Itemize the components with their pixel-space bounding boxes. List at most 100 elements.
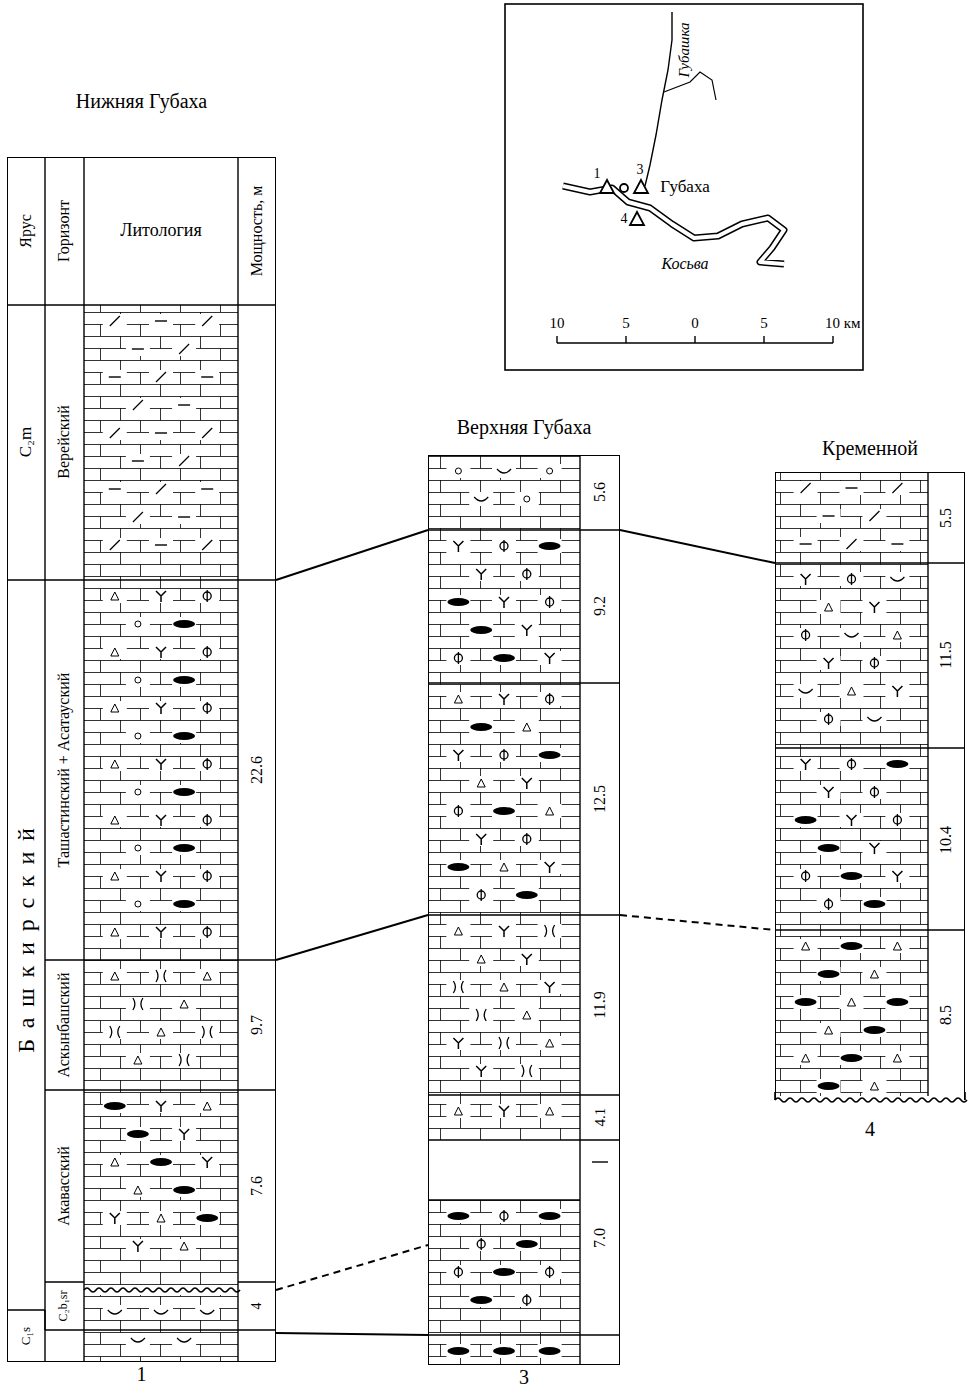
- clast-symbol: [180, 1000, 188, 1008]
- symbol-ground: [862, 841, 886, 855]
- chert-nodule: [818, 844, 840, 852]
- boundary-line: [44, 1310, 45, 1330]
- symbol-ground: [172, 1239, 196, 1253]
- thickness-value: 5.6: [591, 482, 609, 502]
- chert-nodule: [470, 1296, 492, 1304]
- symbol-ground: [126, 342, 150, 356]
- limestone-fill: [428, 1200, 580, 1365]
- foram-symbol: [526, 568, 527, 580]
- symbol-ground: [515, 1064, 539, 1078]
- chert-nodule: [818, 1082, 840, 1090]
- oolite-symbol: [135, 789, 141, 795]
- symbol-ground: [538, 1344, 562, 1358]
- crinoid-symbol: [522, 778, 532, 789]
- boundary-line: [45, 1281, 84, 1282]
- symbol-ground: [515, 1293, 539, 1307]
- scale-tick: [625, 336, 626, 343]
- symbol-ground: [794, 481, 818, 495]
- foram-symbol: [805, 629, 806, 641]
- clay-symbol: [155, 432, 167, 433]
- boundary-line: [927, 472, 928, 1100]
- section-marker: [600, 180, 614, 193]
- symbol-ground: [794, 995, 818, 1009]
- symbol-ground: [103, 1211, 127, 1225]
- section-title: Нижняя Губаха: [76, 90, 207, 112]
- foram-symbol: [526, 833, 527, 845]
- clast-symbol: [180, 1242, 188, 1250]
- symbol-ground: [515, 832, 539, 846]
- oolite-symbol: [135, 845, 141, 851]
- symbol-ground: [149, 314, 173, 328]
- clast-symbol: [500, 983, 508, 991]
- symbol-ground: [446, 651, 470, 665]
- dolomite-symbol: [892, 483, 902, 493]
- chert-nodule: [795, 816, 817, 824]
- stratigraphic-unit: Акавасский: [55, 1146, 73, 1226]
- symbol-ground: [195, 1305, 219, 1319]
- symbol-ground: [469, 720, 493, 734]
- foram-symbol: [503, 1210, 504, 1222]
- symbol-ground: [492, 692, 516, 706]
- chert-nodule: [493, 1268, 515, 1276]
- symbol-ground: [195, 969, 219, 983]
- symbol-ground: [103, 482, 127, 496]
- foram-symbol: [458, 805, 459, 817]
- symbol-ground: [538, 1104, 562, 1118]
- boundary-line: [579, 455, 580, 1365]
- symbol-ground: [149, 701, 173, 715]
- symbol-ground: [469, 888, 493, 902]
- crinoid-symbol: [156, 591, 166, 602]
- bryozoan-symbol: [499, 1037, 509, 1049]
- section-column: Верхняя Губаха3: [428, 455, 620, 1365]
- clast-symbol: [802, 942, 810, 950]
- symbol-ground: [492, 539, 516, 553]
- symbol-ground: [794, 572, 818, 586]
- symbol-ground: [469, 1008, 493, 1022]
- boundary-line: [428, 529, 620, 530]
- crinoid-symbol: [453, 1038, 463, 1049]
- clast-symbol: [500, 863, 508, 871]
- crinoid-symbol: [476, 834, 486, 845]
- symbol-ground: [885, 939, 909, 953]
- clast-symbol: [157, 1214, 165, 1222]
- symbol-ground: [446, 1344, 470, 1358]
- correlation-line: [276, 530, 428, 580]
- section-number: 3: [519, 1366, 529, 1388]
- bryozoan-symbol: [156, 970, 166, 982]
- chert-nodule: [863, 1026, 885, 1034]
- symbol-ground: [840, 995, 864, 1009]
- thickness-value: 4.1: [592, 1108, 609, 1127]
- clast-symbol: [134, 1186, 142, 1194]
- bryozoan-symbol: [522, 1065, 532, 1077]
- symbol-ground: [172, 729, 196, 743]
- thickness-value: 22.6: [248, 756, 266, 784]
- foram-symbol: [207, 646, 208, 658]
- thickness-value: 5.5: [937, 508, 955, 528]
- symbol-ground: [195, 1211, 219, 1225]
- symbol-ground: [126, 997, 150, 1011]
- symbol-ground: [840, 757, 864, 771]
- header-cell: Ярус: [17, 214, 35, 248]
- symbol-ground: [149, 925, 173, 939]
- boundary-line: [592, 1161, 608, 1162]
- foram-symbol: [207, 758, 208, 770]
- river: [645, 12, 672, 186]
- map-label: 0: [691, 315, 699, 332]
- symbol-ground: [469, 952, 493, 966]
- symbol-ground: [195, 1025, 219, 1039]
- crinoid-symbol: [499, 694, 509, 705]
- symbol-ground: [446, 748, 470, 762]
- dolomite-symbol: [133, 400, 143, 410]
- thickness-value: 12.5: [591, 785, 609, 813]
- symbol-ground: [794, 684, 818, 698]
- bryozoan-symbol: [133, 998, 143, 1010]
- chert-nodule: [173, 620, 195, 628]
- boundary-line: [775, 562, 965, 563]
- clast-symbol: [893, 631, 901, 639]
- stratigraphic-unit: Аскынбашский: [55, 973, 73, 1078]
- crinoid-symbol: [522, 954, 532, 965]
- clast-symbol: [111, 1158, 119, 1166]
- map-label: 5: [622, 315, 630, 332]
- shell-symbol: [497, 469, 511, 473]
